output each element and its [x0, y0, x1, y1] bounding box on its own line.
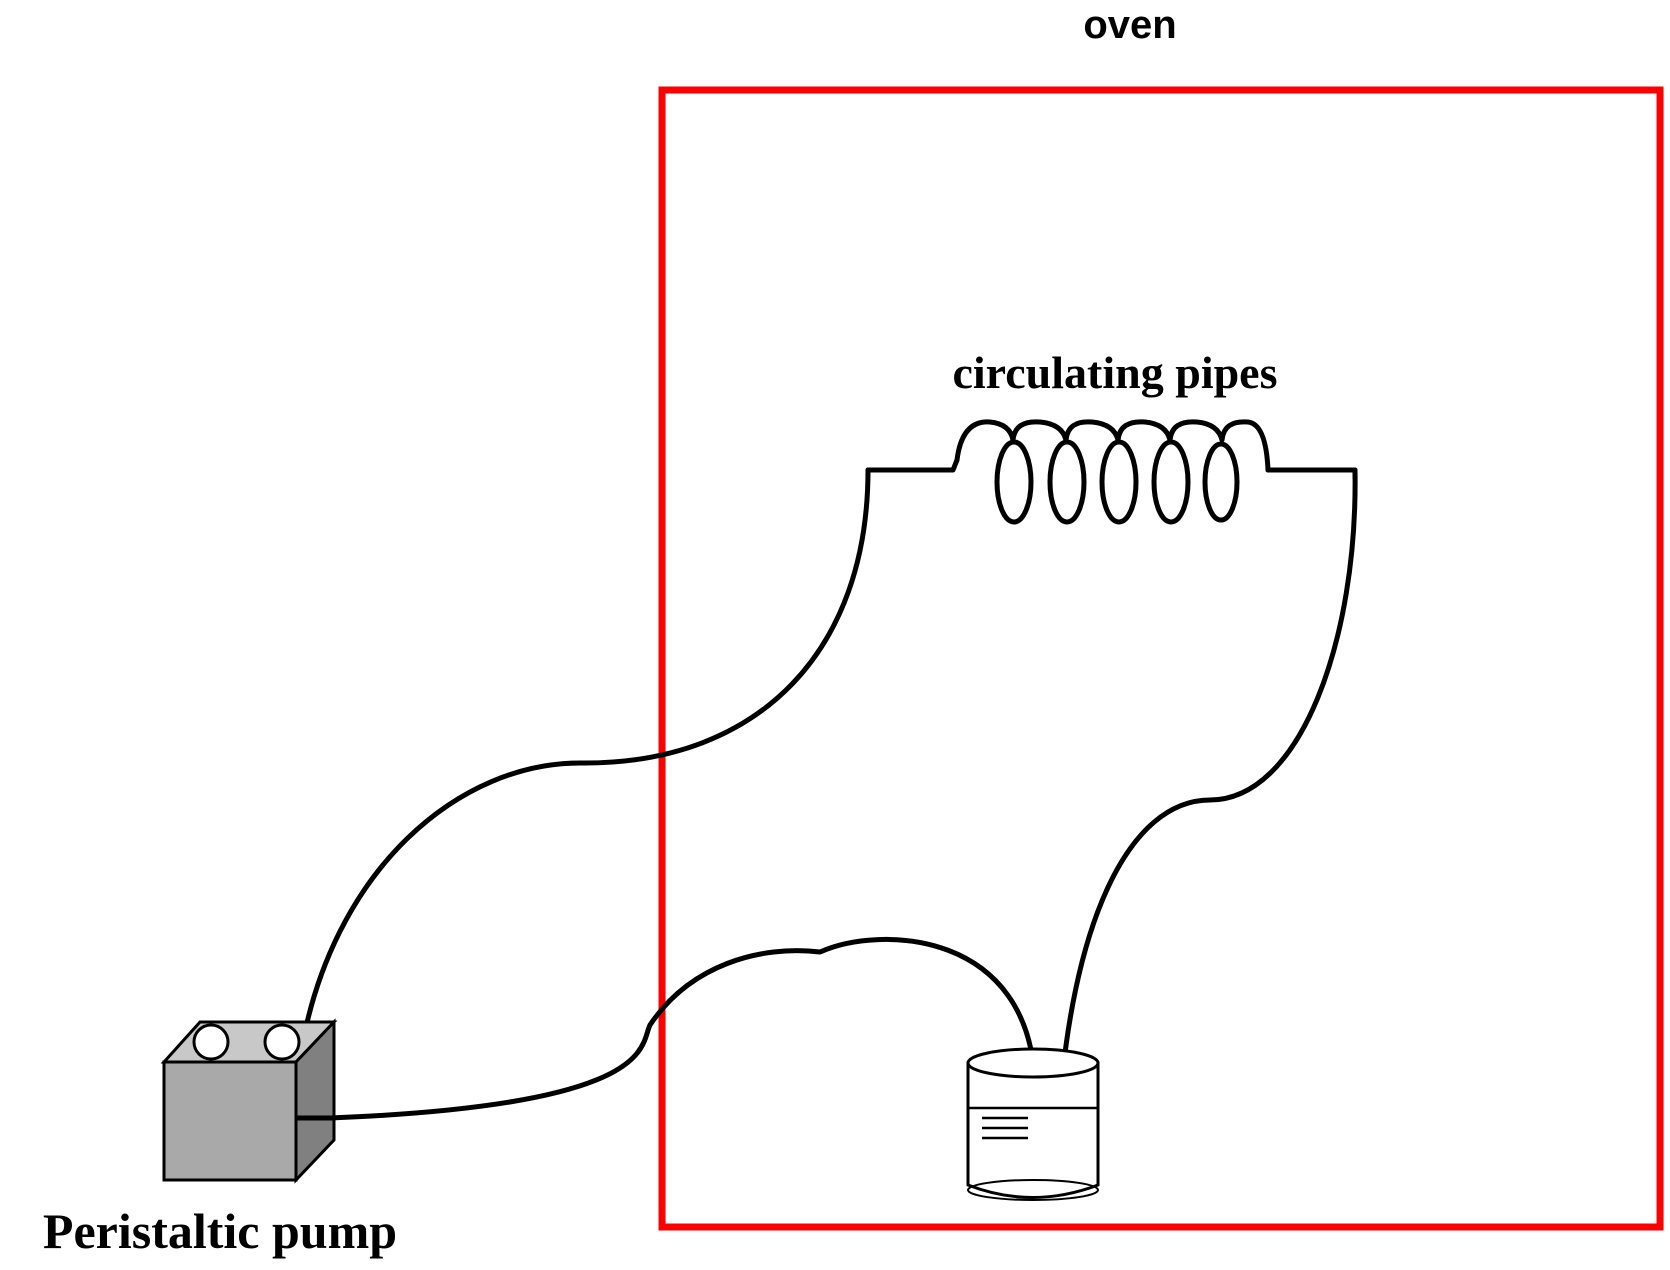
- oven-enclosure: [658, 86, 1664, 1231]
- oven-label: oven: [1083, 3, 1176, 47]
- peristaltic-pump-icon: [160, 1018, 338, 1184]
- circulating-pipes-label: circulating pipes: [952, 347, 1277, 398]
- tube-coil-to-beaker: [1055, 467, 1358, 1133]
- tube-beaker-to-pump: [327, 937, 1038, 1155]
- peristaltic-pump-label: Peristaltic pump: [43, 1203, 397, 1259]
- tube-pump-to-coil: [297, 467, 871, 1061]
- coil-icon: [865, 419, 1358, 525]
- beaker-icon: [966, 1047, 1100, 1201]
